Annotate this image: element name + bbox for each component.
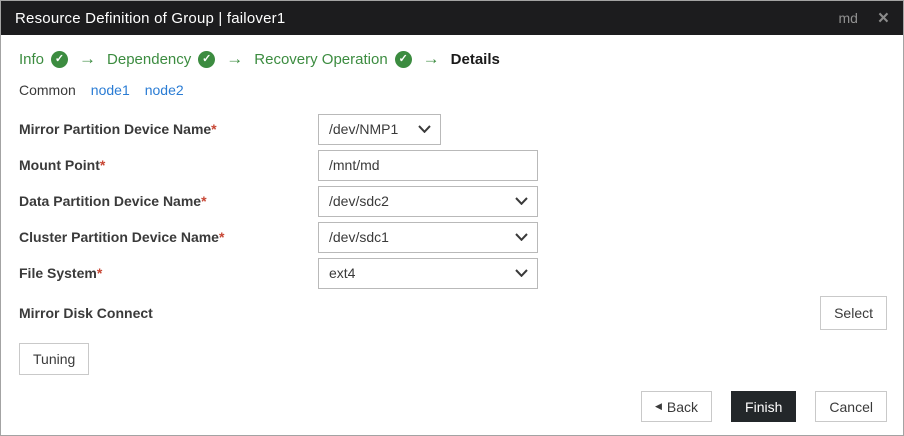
- dialog-title: Resource Definition of Group | failover1: [15, 9, 286, 27]
- wizard-steps: Info ✓ → Dependency ✓ → Recovery Operati…: [19, 49, 887, 69]
- file-system-select[interactable]: ext4: [318, 257, 538, 289]
- chevron-down-icon: [515, 197, 528, 205]
- label-text: Data Partition Device Name: [19, 193, 202, 209]
- mirror-partition-select[interactable]: /dev/NMP1: [318, 113, 441, 145]
- data-partition-value: /dev/sdc2: [329, 193, 389, 209]
- back-button[interactable]: ◀ Back: [641, 391, 713, 422]
- form-row-data-partition: Data Partition Device Name* /dev/sdc2: [19, 183, 887, 219]
- step-dependency-label: Dependency: [107, 50, 192, 68]
- details-form: Mirror Partition Device Name* /dev/NMP1 …: [19, 111, 887, 375]
- cluster-partition-label: Cluster Partition Device Name*: [19, 229, 318, 245]
- step-arrow-icon: →: [79, 49, 97, 68]
- data-partition-label: Data Partition Device Name*: [19, 193, 318, 209]
- close-icon[interactable]: ×: [877, 7, 889, 29]
- finish-button[interactable]: Finish: [731, 391, 797, 422]
- tab-common[interactable]: Common: [19, 82, 76, 98]
- file-system-label: File System*: [19, 265, 318, 281]
- file-system-value: ext4: [329, 265, 356, 281]
- dialog-content: Info ✓ → Dependency ✓ → Recovery Operati…: [1, 49, 903, 375]
- step-arrow-icon: →: [422, 49, 440, 68]
- node-tabs: Common node1 node2: [19, 82, 887, 98]
- required-asterisk: *: [99, 157, 106, 173]
- mount-point-label: Mount Point*: [19, 157, 318, 173]
- label-text: File System: [19, 265, 97, 281]
- step-dependency[interactable]: Dependency ✓: [107, 50, 216, 68]
- mirror-partition-label: Mirror Partition Device Name*: [19, 121, 318, 137]
- back-arrow-icon: ◀: [655, 401, 662, 411]
- step-info[interactable]: Info ✓: [19, 50, 69, 68]
- cluster-partition-value: /dev/sdc1: [329, 229, 389, 245]
- check-circle-icon: ✓: [51, 50, 69, 68]
- step-arrow-icon: →: [226, 49, 244, 68]
- tab-node2[interactable]: node2: [144, 82, 184, 98]
- tuning-button[interactable]: Tuning: [19, 343, 90, 375]
- label-text: Mount Point: [19, 157, 100, 173]
- data-partition-select[interactable]: /dev/sdc2: [318, 185, 538, 217]
- step-info-label: Info: [19, 50, 45, 68]
- form-row-mirror-disk-connect: Mirror Disk Connect Select: [19, 293, 887, 333]
- required-asterisk: *: [96, 265, 103, 281]
- form-row-file-system: File System* ext4: [19, 255, 887, 291]
- chevron-down-icon: [418, 125, 431, 133]
- form-row-mount-point: Mount Point*: [19, 147, 887, 183]
- resource-type-label: md: [838, 10, 858, 26]
- tab-node1[interactable]: node1: [90, 82, 130, 98]
- required-asterisk: *: [218, 229, 225, 245]
- step-recovery-operation[interactable]: Recovery Operation ✓: [254, 50, 412, 68]
- form-row-mirror-partition: Mirror Partition Device Name* /dev/NMP1: [19, 111, 887, 147]
- chevron-down-icon: [515, 233, 528, 241]
- chevron-down-icon: [515, 269, 528, 277]
- mirror-partition-value: /dev/NMP1: [329, 121, 399, 137]
- required-asterisk: *: [211, 121, 217, 137]
- check-circle-icon: ✓: [198, 50, 216, 68]
- footer-buttons: ◀ Back Finish Cancel: [641, 391, 887, 422]
- label-text: Mirror Partition Device Name: [19, 121, 212, 137]
- cluster-partition-select[interactable]: /dev/sdc1: [318, 221, 538, 253]
- mirror-disk-connect-select-button[interactable]: Select: [820, 296, 887, 330]
- step-recovery-operation-label: Recovery Operation: [254, 50, 388, 68]
- dialog-titlebar: Resource Definition of Group | failover1…: [1, 1, 903, 35]
- required-asterisk: *: [201, 193, 207, 209]
- mount-point-input[interactable]: [318, 149, 538, 181]
- cancel-button[interactable]: Cancel: [815, 391, 887, 422]
- label-text: Cluster Partition Device Name: [19, 229, 219, 245]
- step-details: Details: [450, 50, 500, 68]
- mirror-disk-connect-label: Mirror Disk Connect: [19, 305, 153, 321]
- form-row-cluster-partition: Cluster Partition Device Name* /dev/sdc1: [19, 219, 887, 255]
- back-label: Back: [666, 398, 699, 415]
- check-circle-icon: ✓: [394, 50, 412, 68]
